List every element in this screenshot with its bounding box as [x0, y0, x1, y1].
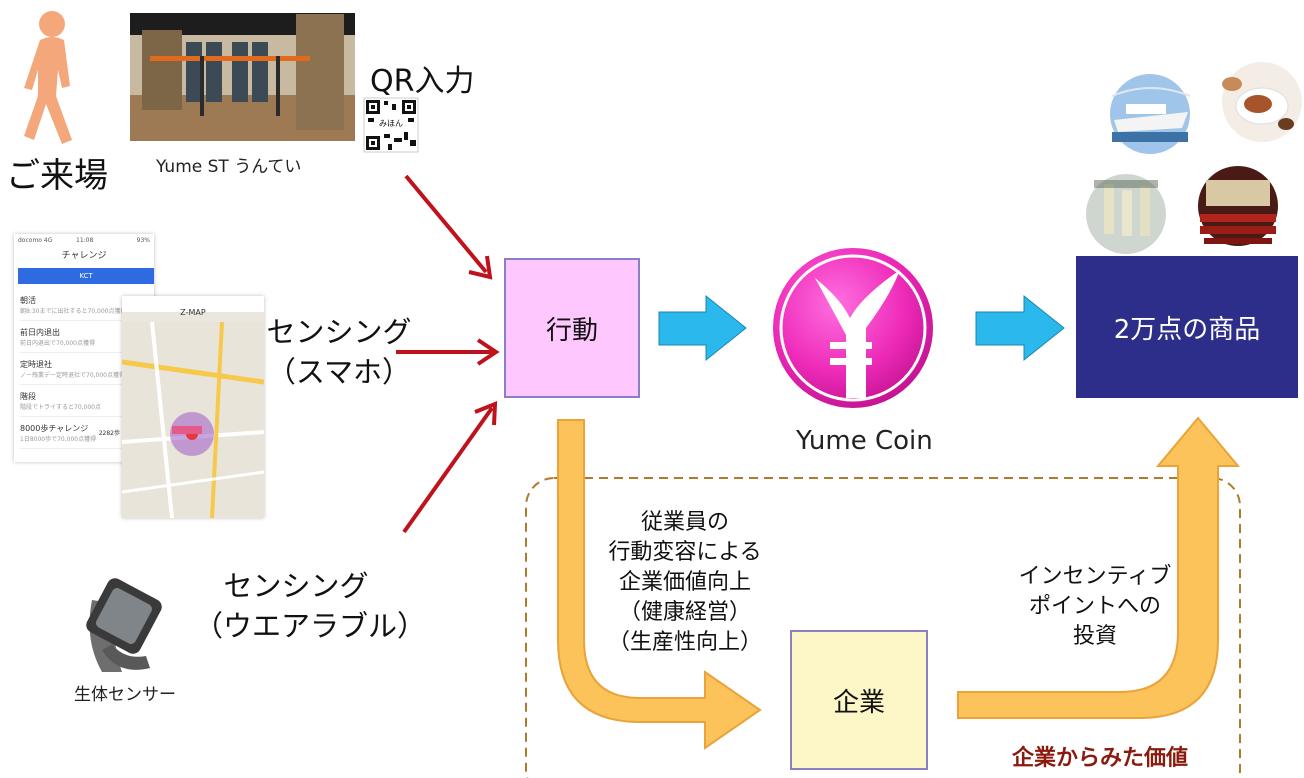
orange-arrow-to-company [557, 419, 762, 750]
company-label: 企業 [832, 687, 885, 718]
cruise-ship-photo [1110, 74, 1191, 154]
venue-photo [130, 13, 355, 141]
employee-value-note: 従業員の 行動変容による 企業価値向上 （健康経営） （生産性向上） [607, 510, 762, 655]
action-box: 行動 [504, 258, 640, 398]
status-battery: 93% [136, 237, 150, 244]
map-title: Z-MAP [180, 308, 206, 317]
map-view[interactable] [122, 322, 264, 518]
action-label: 行動 [545, 315, 598, 346]
sensing-phone-label: センシング （スマホ） [266, 315, 412, 389]
yen-swoosh-icon [815, 270, 900, 398]
red-arrow-wearable [402, 400, 498, 534]
sensing-wearable-label: センシング （ウエアラブル） [194, 569, 427, 643]
company-box: 企業 [790, 630, 928, 770]
visitor-label: ご来場 [6, 156, 108, 196]
bio-sensor-caption: 生体センサー [74, 685, 176, 705]
qr-input-title: QR入力 [370, 64, 475, 99]
dining-photo [1222, 62, 1302, 142]
status-time: 11:08 [76, 237, 94, 244]
corporate-value-label: 企業からみた価値 [1012, 746, 1189, 771]
red-arrow-qr [404, 174, 493, 280]
tab-kct[interactable]: KCT [18, 268, 154, 284]
blue-arrow-action-to-coin [658, 294, 747, 362]
smartwatch-icon [86, 578, 162, 672]
walking-person-icon [24, 11, 72, 144]
champagne-photo [1086, 174, 1166, 254]
products-label: 2万点の商品 [1113, 314, 1261, 345]
red-arrow-phone [396, 338, 500, 366]
qr-code-label: みほん [378, 118, 404, 129]
incentive-investment-note: インセンティブ ポイントへの 投資 [1018, 564, 1172, 649]
products-box: 2万点の商品 [1076, 256, 1298, 398]
corporate-value-frame [525, 477, 1241, 778]
theater-photo [1198, 166, 1278, 246]
venue-caption: Yume ST うんてい [156, 157, 302, 177]
yume-coin-label: Yume Coin [796, 426, 933, 456]
app-title: チャレンジ [61, 251, 107, 261]
status-carrier: docomo 4G [18, 237, 53, 244]
orange-arrow-to-products [957, 416, 1241, 719]
smartphone-map-screen: Z-MAP [122, 296, 264, 518]
blue-arrow-coin-to-products [975, 294, 1065, 362]
